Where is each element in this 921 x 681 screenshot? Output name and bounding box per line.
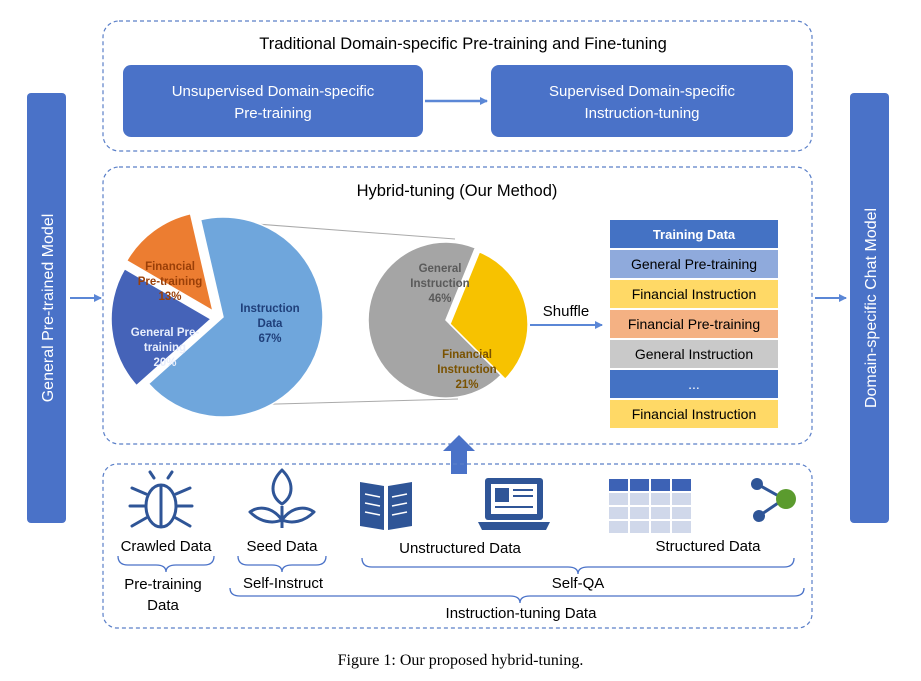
table-icon-cell: [651, 521, 670, 533]
seed-data-label: Seed Data: [247, 538, 319, 555]
traditional-section: [102, 20, 813, 152]
training-data-row: [610, 310, 778, 338]
general-pretraining-label-line: 20%: [153, 357, 176, 369]
table-icon-cell: [630, 507, 649, 519]
table-icon-cell: [672, 521, 691, 533]
unsupervised-pretraining-line1: Unsupervised Domain-specific: [172, 83, 375, 100]
training-data-row: [610, 370, 778, 398]
general-pretraining-label-line: training: [144, 342, 186, 354]
table-icon-cell: [630, 521, 649, 533]
monitor-icon: [478, 478, 550, 530]
general-pretraining-label: General Pre-training 20%: [131, 327, 200, 369]
general-pretrained-model-label: General Pre-trained Model: [40, 214, 57, 403]
figure-caption: Figure 1: Our proposed hybrid-tuning.: [337, 652, 584, 669]
table-icon-cell: [609, 493, 628, 505]
brace-self-qa: [361, 557, 795, 575]
training-data-row-label: General Pre-training: [631, 256, 757, 272]
financial-instruction-label-line: Financial: [442, 349, 492, 361]
share-node-icon: [751, 478, 796, 522]
instruction-data-label-line: Data: [258, 318, 284, 330]
table-icon-cell: [609, 521, 628, 533]
structured-data-label: Structured Data: [655, 538, 761, 555]
financial-instruction-slice: [449, 250, 529, 381]
training-data-row-label: General Instruction: [635, 346, 753, 362]
pretraining-data-line1: Pre-training: [124, 576, 202, 593]
table-icon-cell: [609, 479, 628, 491]
hybrid-title: Hybrid-tuning (Our Method): [357, 182, 558, 200]
self-qa-label: Self-QA: [552, 575, 605, 592]
training-data-row: [610, 250, 778, 278]
table-icon-cell: [651, 493, 670, 505]
crawled-data-label: Crawled Data: [121, 538, 213, 555]
table-icon-cell: [672, 479, 691, 491]
table-icon: [609, 479, 691, 533]
self-instruct-label: Self-Instruct: [243, 575, 324, 592]
training-data-row-label: Financial Instruction: [632, 406, 757, 422]
brace-self-instruct: [237, 555, 327, 573]
table-icon-cell: [651, 507, 670, 519]
supervised-instruction-line2: Instruction-tuning: [584, 105, 699, 122]
general-instruction-slice: [367, 241, 503, 399]
domain-chat-model-bar: [850, 93, 889, 523]
unsupervised-pretraining-line2: Pre-training: [234, 105, 312, 122]
supervised-instruction-box: [491, 65, 793, 137]
training-data-header-label: Training Data: [653, 227, 736, 242]
training-data-row-label: ...: [688, 376, 700, 392]
up-arrow: [443, 435, 475, 474]
table-icon-cell: [609, 507, 628, 519]
training-data-row: [610, 280, 778, 308]
pretraining-data-line2: Data: [147, 597, 179, 614]
pie-connector-top: [229, 221, 456, 240]
instruction-tuning-data-label: Instruction-tuning Data: [446, 605, 598, 622]
training-data-row-label: Financial Pre-training: [628, 316, 760, 332]
traditional-title: Traditional Domain-specific Pre-training…: [259, 35, 667, 53]
financial-instruction-label-line: 21%: [455, 379, 478, 391]
training-data-header: [610, 220, 778, 248]
general-instruction-label-line: General: [419, 263, 462, 275]
financial-pretraining-label-line: Financial: [145, 261, 195, 273]
brace-pretraining: [117, 555, 215, 573]
unstructured-data-label: Unstructured Data: [399, 540, 521, 557]
general-pretrained-model-bar: [27, 93, 66, 523]
general-instruction-label-line: Instruction: [410, 278, 469, 290]
training-data-row: [610, 400, 778, 428]
financial-pretraining-slice: [125, 212, 215, 313]
domain-chat-model-label: Domain-specific Chat Model: [863, 208, 880, 408]
financial-pretraining-label-line: 13%: [158, 291, 181, 303]
training-data-row: [610, 340, 778, 368]
financial-pretraining-label-line: Pre-training: [138, 276, 203, 288]
data-sources-section: [102, 463, 813, 629]
pie-connector-bottom: [237, 398, 459, 406]
general-pretraining-label-line: General Pre-: [131, 327, 200, 339]
table-icon-cell: [630, 493, 649, 505]
table-icon-cell: [651, 479, 670, 491]
instruction-data-label-line: Instruction: [240, 303, 299, 315]
instruction-data-label-line: 67%: [258, 333, 281, 345]
unsupervised-pretraining-box: [123, 65, 423, 137]
book-icon: [360, 482, 412, 530]
general-pretraining-slice: [110, 267, 213, 387]
table-icon-cell: [672, 507, 691, 519]
table-icon-cell: [630, 479, 649, 491]
sprout-icon: [248, 468, 316, 528]
table-icon-cell: [672, 493, 691, 505]
bug-icon: [128, 470, 194, 529]
financial-instruction-label-line: Instruction: [437, 364, 496, 376]
instruction-data-slice: [147, 216, 324, 418]
supervised-instruction-line1: Supervised Domain-specific: [549, 83, 735, 100]
brace-instruction-tuning: [229, 587, 805, 604]
general-instruction-label-line: 46%: [428, 293, 451, 305]
training-data-row-label: Financial Instruction: [632, 286, 757, 302]
shuffle-label: Shuffle: [543, 303, 589, 320]
